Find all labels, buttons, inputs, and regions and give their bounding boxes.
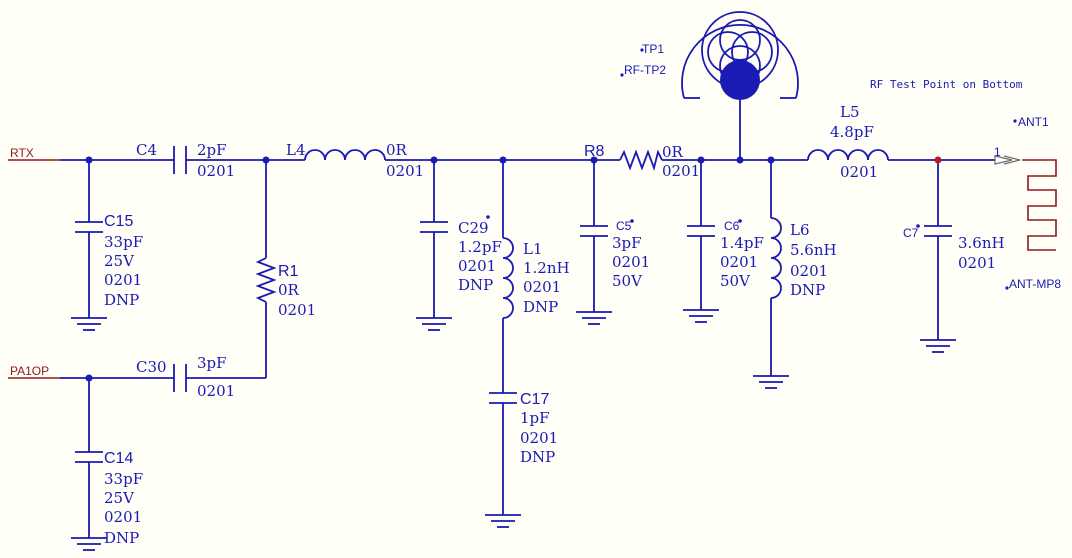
r8-ref: R8: [584, 143, 605, 160]
r1-package: 0201: [278, 301, 316, 319]
c17-value: 1pF: [520, 409, 550, 427]
c14-ref: C14: [104, 450, 133, 467]
r1-value: 0R: [278, 281, 300, 299]
c14-voltage: 25V: [104, 489, 135, 507]
inductor-l1[interactable]: L1 1.2nH 0201 DNP: [502, 237, 570, 319]
capacitor-c30[interactable]: C30 3pF 0201: [136, 354, 235, 400]
capacitor-c15[interactable]: C15 33pF 25V 0201 DNP: [70, 213, 143, 331]
l6-value: 5.6nH: [790, 241, 837, 259]
ant1-part: ANT-MP8: [1009, 277, 1061, 291]
c4-package: 0201: [197, 162, 235, 180]
c17-package: 0201: [520, 429, 558, 447]
c17-ref: C17: [520, 391, 549, 408]
c30-ref: C30: [136, 358, 167, 376]
test-point-tp1[interactable]: TP1 RF-TP2: [620, 11, 799, 100]
c5-voltage: 50V: [612, 272, 643, 290]
c5-ref: C5: [616, 219, 632, 233]
capacitor-c17[interactable]: C17 1pF 0201 DNP: [484, 391, 558, 528]
l1-dnp: DNP: [523, 298, 558, 316]
c29-ref: C29: [458, 219, 489, 237]
c29-package: 0201: [458, 257, 496, 275]
c29-value: 1.2pF: [458, 238, 502, 256]
c30-package: 0201: [197, 382, 235, 400]
antenna-ant1[interactable]: ANT1 1 ANT-MP8: [994, 115, 1061, 291]
c7-ref: C7: [903, 226, 919, 240]
c30-value: 3pF: [197, 354, 227, 372]
r8-value: 0R: [662, 143, 684, 161]
c15-ref: C15: [104, 213, 133, 230]
l4-package: 0201: [386, 162, 424, 180]
capacitor-c4[interactable]: C4 2pF 0201: [136, 141, 235, 180]
l4-value: 0R: [386, 141, 408, 159]
inductor-l5[interactable]: L5 4.8pF 0201: [807, 103, 889, 181]
l6-package: 0201: [790, 262, 828, 280]
l1-ref: L1: [523, 240, 543, 258]
l5-package: 0201: [840, 163, 878, 181]
c14-package: 0201: [104, 508, 142, 526]
c15-dnp: DNP: [104, 291, 139, 309]
c6-value: 1.4pF: [720, 234, 764, 252]
l6-ref: L6: [790, 221, 810, 239]
inductor-l6[interactable]: L6 5.6nH 0201 DNP: [752, 217, 837, 389]
net-rtx: RTX: [8, 146, 60, 161]
capacitor-c5[interactable]: C5 3pF 0201 50V: [575, 219, 650, 325]
c7-value: 3.6nH: [958, 234, 1005, 252]
c6-package: 0201: [720, 253, 758, 271]
l5-value: 4.8pF: [830, 123, 874, 141]
resistor-r8[interactable]: R8 0R 0201: [584, 143, 700, 180]
resistor-r1[interactable]: R1 0R 0201: [255, 257, 316, 319]
capacitor-c6[interactable]: C6 1.4pF 0201 50V: [682, 219, 764, 323]
c17-dnp: DNP: [520, 448, 555, 466]
junctions: [85, 156, 942, 382]
c5-value: 3pF: [612, 234, 642, 252]
ant1-pin-number: 1: [994, 145, 1001, 159]
c7-package: 0201: [958, 254, 996, 272]
tp1-part: RF-TP2: [624, 63, 666, 77]
wires: [60, 100, 995, 538]
inductor-l4[interactable]: L4 0R 0201: [286, 141, 424, 180]
c15-voltage: 25V: [104, 252, 135, 270]
net-pa1op: PA1OP: [8, 364, 60, 379]
c14-value: 33pF: [104, 470, 143, 488]
capacitor-c29[interactable]: C29 1.2pF 0201 DNP: [415, 215, 502, 331]
l1-value: 1.2nH: [523, 259, 570, 277]
l5-ref: L5: [840, 103, 860, 121]
rf-test-point-note: RF Test Point on Bottom: [870, 78, 1023, 91]
c15-package: 0201: [104, 271, 142, 289]
c29-dnp: DNP: [458, 276, 493, 294]
c5-package: 0201: [612, 253, 650, 271]
c15-value: 33pF: [104, 233, 143, 251]
l6-dnp: DNP: [790, 281, 825, 299]
c6-voltage: 50V: [720, 272, 751, 290]
c6-ref: C6: [724, 219, 740, 233]
c4-value: 2pF: [197, 141, 227, 159]
net-pa1op-label: PA1OP: [10, 364, 49, 378]
l4-ref: L4: [286, 141, 306, 159]
c4-ref: C4: [136, 141, 157, 159]
l1-package: 0201: [523, 278, 561, 296]
capacitor-c14[interactable]: C14 33pF 25V 0201 DNP: [70, 450, 143, 551]
c14-dnp: DNP: [104, 529, 139, 547]
r8-package: 0201: [662, 162, 700, 180]
ant1-ref: ANT1: [1018, 115, 1049, 129]
tp1-ref: TP1: [642, 42, 664, 56]
net-rtx-label: RTX: [10, 146, 34, 160]
r1-ref: R1: [278, 263, 299, 280]
capacitor-c7[interactable]: C7 3.6nH 0201: [903, 224, 1005, 353]
